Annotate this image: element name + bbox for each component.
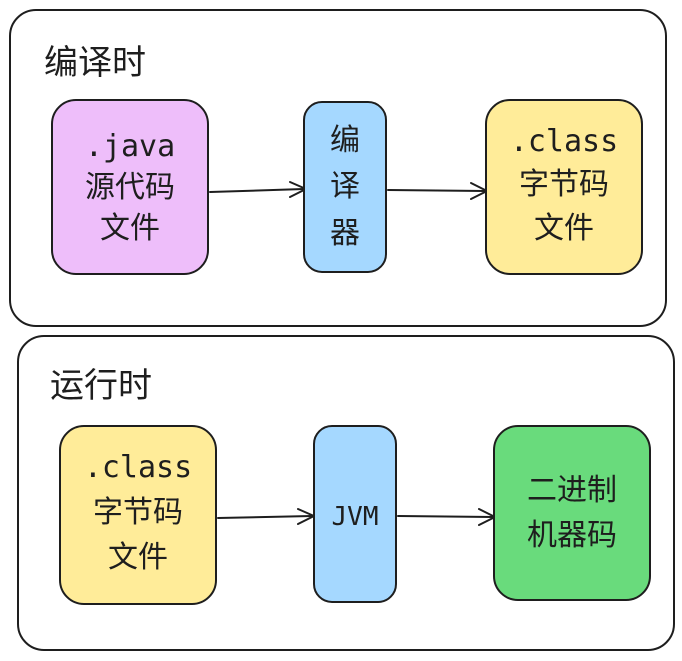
compile-time-title: 编译时 [44,43,146,83]
jvm-box [313,425,397,603]
java-source-file-ext: .java [85,129,175,164]
runtime-bytecode-file-box [59,425,217,605]
arrow-jvm-to-machine-code [397,508,496,526]
runtime-bytecode-file-node: .class 字节码 文件 [59,425,217,605]
compiler-node: 编 译 器 [303,101,387,273]
compile-bytecode-file-box [485,99,643,275]
runtime-bytecode-file-ext: .class [84,450,192,485]
runtime-bytecode-file-suffix: 文件 [108,540,168,575]
compiler-label-1: 编 [330,123,360,158]
compile-bytecode-file-suffix: 文件 [534,211,594,246]
arrow-bytecode-to-jvm [217,508,315,525]
runtime-section: 运行时 .class 字节码 文件 JVM 二进制 机器码 [17,335,675,651]
compiler-label-2: 译 [330,169,360,204]
runtime-frame [17,335,675,651]
java-source-file-box [51,99,209,275]
machine-code-box [493,425,651,601]
jvm-node: JVM [313,425,397,603]
machine-code-label-1: 二进制 [527,473,617,508]
machine-code-node: 二进制 机器码 [493,425,651,601]
arrow-compiler-to-bytecode [387,182,488,200]
java-source-file-suffix: 文件 [100,211,160,246]
java-source-file-label: 源代码 [85,170,175,205]
arrow-source-to-compiler [209,181,307,198]
compiler-box [303,101,387,273]
compiler-label-3: 器 [330,216,360,251]
machine-code-label-2: 机器码 [527,518,617,553]
java-source-file-node: .java 源代码 文件 [51,99,209,275]
runtime-title: 运行时 [50,366,152,406]
compile-bytecode-file-node: .class 字节码 文件 [485,99,643,275]
compile-time-frame [9,9,667,327]
jvm-label: JVM [332,502,379,532]
runtime-bytecode-file-label: 字节码 [93,495,183,530]
compile-time-section: 编译时 .java 源代码 文件 编 译 器 .class [9,9,667,327]
compile-bytecode-file-label: 字节码 [519,167,609,202]
compile-bytecode-file-ext: .class [510,124,618,159]
